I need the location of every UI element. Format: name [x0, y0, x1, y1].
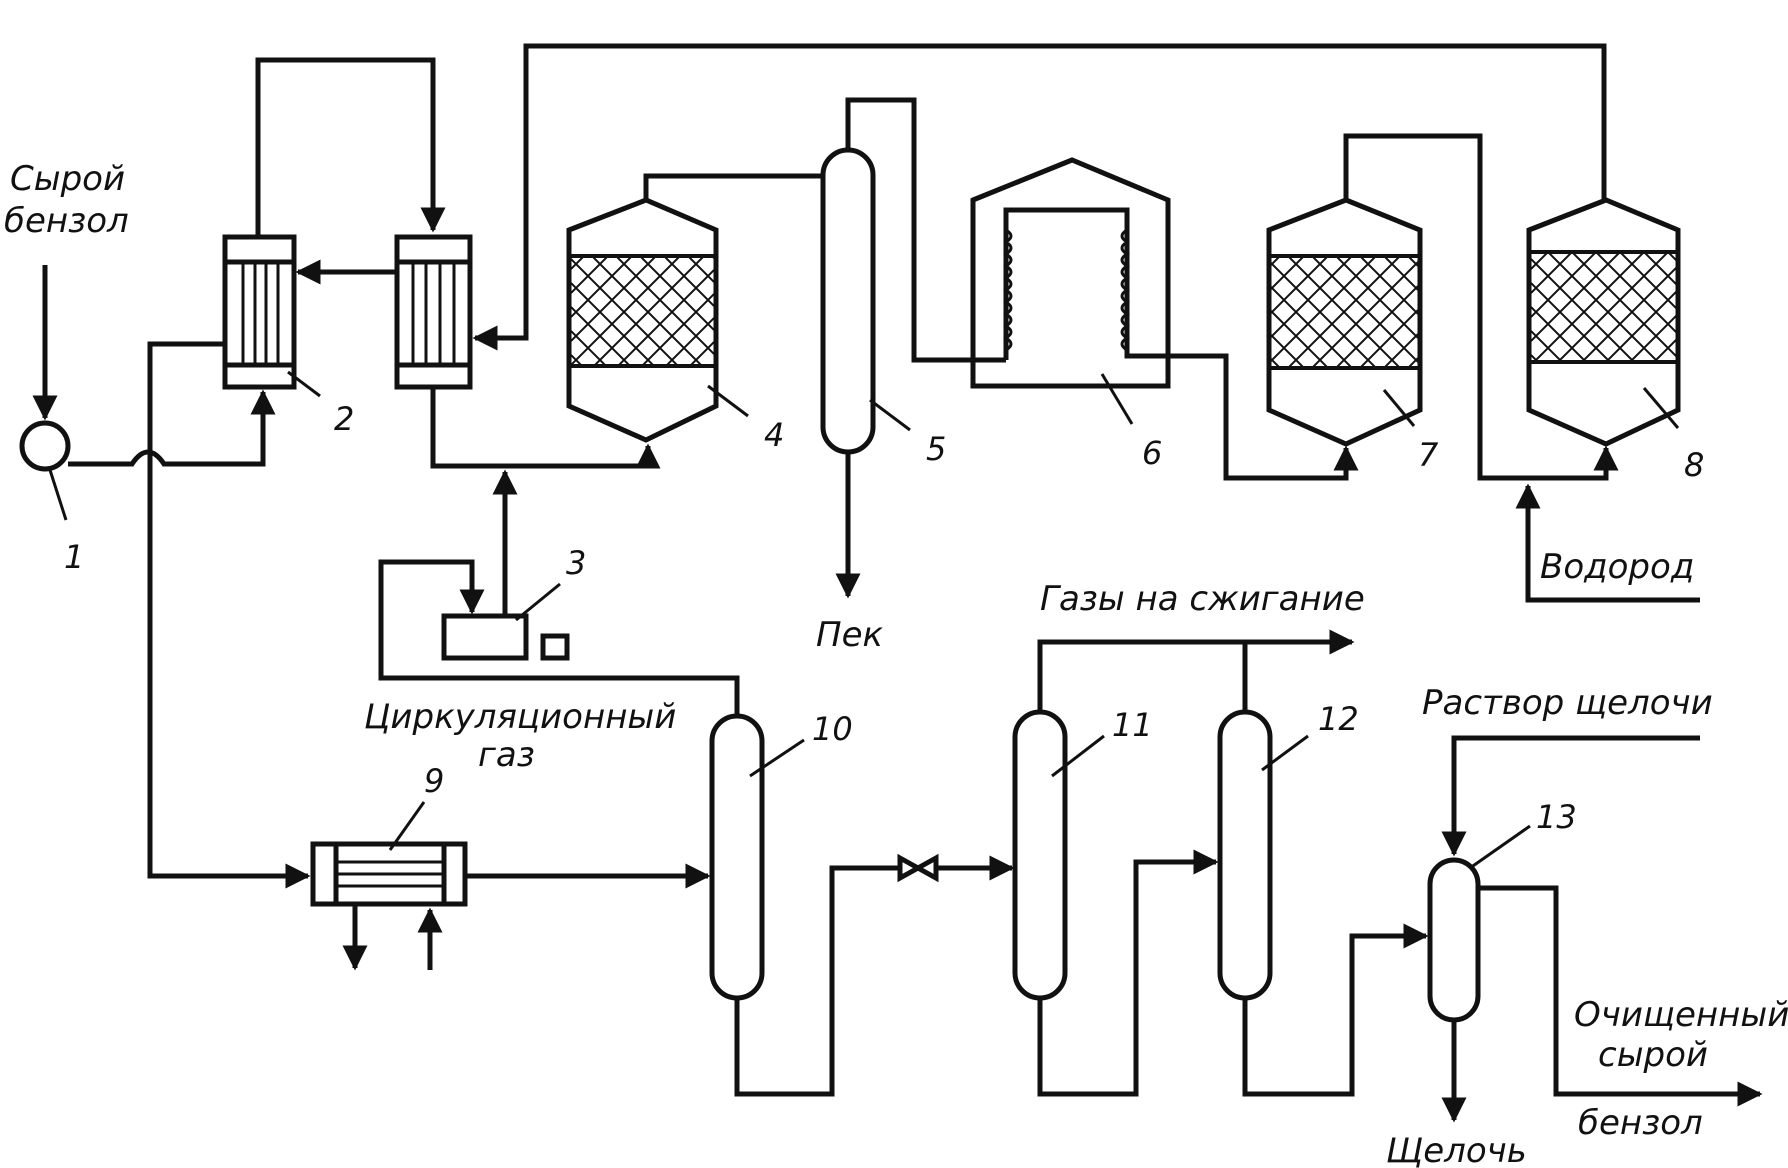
number-10: 10 — [812, 710, 853, 748]
reactor-8 — [1526, 197, 1681, 447]
column-5 — [820, 147, 876, 455]
column-11 — [1012, 709, 1068, 1001]
number-8: 8 — [1684, 446, 1704, 484]
pipe-hydrogen — [1515, 483, 1700, 603]
pipe-pump-to-2 — [68, 389, 276, 467]
pipe-11-to-12 — [1037, 849, 1219, 1097]
pipe-product — [1478, 885, 1763, 1107]
pipe-10-to-3 — [378, 559, 740, 716]
label-alkali: Щелочь — [1386, 1131, 1527, 1168]
furnace-6 — [970, 157, 1171, 389]
heat-exchanger-second — [394, 234, 473, 390]
number-6: 6 — [1142, 434, 1162, 472]
number-11: 11 — [1112, 706, 1153, 744]
label-raw-benzene-1: Сырой — [10, 159, 125, 199]
leader-lines — [48, 370, 1680, 870]
pipe-10-to-valve — [734, 865, 900, 1097]
pipe-gases — [1037, 629, 1355, 712]
pipe-alkali-in — [1441, 735, 1700, 857]
number-13: 13 — [1536, 798, 1577, 836]
pipe-8-to-he2 — [472, 43, 1607, 351]
pipe-5-to-6 — [845, 97, 1006, 363]
pipe-7-to-8 — [1343, 133, 1619, 481]
furnace-coil — [1003, 228, 1130, 352]
label-hydrogen: Водород — [1540, 547, 1694, 587]
label-alkali-solution: Раствор щелочи — [1422, 683, 1713, 723]
cooler-9 — [310, 841, 468, 907]
reactor-4 — [566, 197, 719, 443]
number-2: 2 — [334, 400, 354, 438]
number-5: 5 — [926, 430, 946, 468]
label-raw-benzene-2: бензол — [4, 201, 129, 241]
label-purified-1: Очищенный — [1574, 995, 1788, 1035]
separator-3 — [441, 613, 570, 661]
number-9: 9 — [424, 762, 444, 800]
number-3: 3 — [566, 544, 586, 582]
pipe-6-to-7 — [1003, 207, 1359, 481]
label-circ-gas-1: Циркуляционный — [364, 697, 676, 737]
pipe-2-to-9 — [147, 341, 311, 889]
label-circ-gas-2: газ — [478, 735, 535, 775]
heat-exchanger-2 — [222, 234, 297, 390]
washer-13 — [1427, 857, 1481, 1023]
column-10 — [709, 713, 765, 1001]
column-12 — [1217, 709, 1273, 1001]
number-4: 4 — [764, 416, 784, 454]
pipe-12-to-13 — [1242, 923, 1429, 1097]
reactor-7 — [1266, 197, 1423, 447]
label-flue-gases: Газы на сжигание — [1040, 579, 1365, 619]
number-12: 12 — [1318, 700, 1359, 738]
pipe-he2-to-4 — [430, 387, 661, 469]
label-purified-3: бензол — [1578, 1103, 1703, 1143]
pipe-4-to-5 — [643, 173, 825, 200]
pipe-2-to-he2 — [255, 57, 446, 237]
label-pitch: Пек — [816, 615, 883, 655]
valve — [897, 853, 939, 883]
number-7: 7 — [1418, 436, 1439, 474]
number-1: 1 — [64, 538, 84, 576]
pump-1 — [19, 420, 71, 472]
label-purified-2: сырой — [1598, 1035, 1708, 1075]
